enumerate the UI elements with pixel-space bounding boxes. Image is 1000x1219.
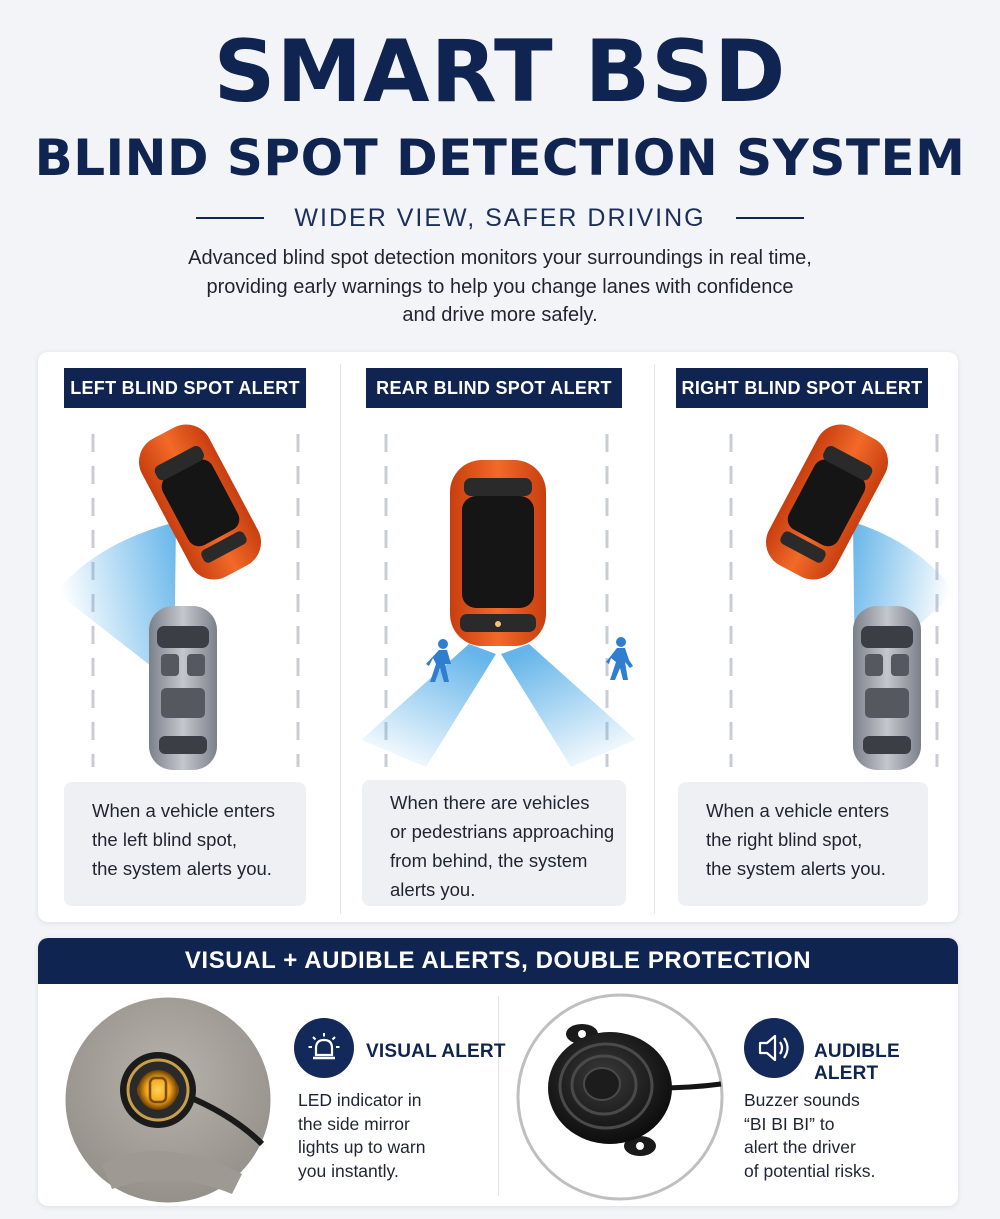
speaker-icon: [744, 1018, 804, 1078]
desc-line: “BI BI BI” to: [744, 1113, 835, 1134]
desc-line: LED indicator in: [298, 1090, 422, 1110]
alerts-section: VISUAL + AUDIBLE ALERTS, DOUBLE PROTECTI…: [38, 938, 958, 1206]
left-alert-badge: LEFT BLIND SPOT ALERT: [64, 368, 306, 408]
tagline-rule-left: [196, 217, 265, 219]
page-subtitle: BLIND SPOT DETECTION SYSTEM: [34, 129, 966, 187]
tagline-rule-right: [735, 217, 804, 219]
desc-line: When a vehicle enters: [706, 800, 890, 821]
right-blind-spot-illustration: [729, 424, 955, 770]
intro-line: Advanced blind spot detection monitors y…: [188, 247, 812, 269]
intro-line: providing early warnings to help you cha…: [206, 275, 794, 298]
rear-left-beam: [361, 644, 496, 767]
rear-right-beam: [501, 644, 636, 767]
left-alert-description: When a vehicle enters the left blind spo…: [64, 782, 306, 906]
rear-blind-spot-illustration: [361, 434, 636, 767]
visual-alert-title: VISUAL ALERT: [366, 1041, 506, 1062]
desc-line: the side mirror: [298, 1113, 410, 1134]
right-alert-badge: RIGHT BLIND SPOT ALERT: [676, 368, 928, 408]
audible-alert-title: AUDIBLE ALERT: [814, 1041, 900, 1084]
left-sensor-beam: [56, 522, 176, 684]
desc-line: Buzzer sounds: [744, 1090, 860, 1110]
desc-line: or pedestrians approaching: [390, 821, 615, 842]
rear-alert-badge: REAR BLIND SPOT ALERT: [366, 368, 622, 408]
desc-line: the right blind spot,: [706, 829, 863, 850]
panel-divider: [340, 364, 341, 914]
orange-car: [138, 424, 262, 580]
led-indicator-photo: [62, 994, 274, 1206]
right-alert-description: When a vehicle enters the right blind sp…: [678, 782, 928, 906]
rear-alert-description: When there are vehicles or pedestrians a…: [362, 780, 626, 906]
desc-line: lights up to warn: [298, 1137, 426, 1157]
desc-line: When a vehicle enters: [92, 800, 276, 821]
desc-line: the system alerts you.: [706, 858, 886, 879]
audible-alert-description: Buzzer sounds “BI BI BI” to alert the dr…: [744, 1089, 875, 1183]
desc-line: When there are vehicles: [390, 792, 590, 813]
tagline-row: WIDER VIEW, SAFER DRIVING: [0, 200, 1000, 236]
desc-line: the system alerts you.: [92, 858, 272, 879]
tagline: WIDER VIEW, SAFER DRIVING: [294, 203, 706, 232]
desc-line: alert the driver: [744, 1137, 856, 1157]
pedestrian-right-icon: [606, 637, 633, 680]
desc-line: the left blind spot,: [92, 829, 238, 850]
intro-line: and drive more safely.: [402, 304, 598, 326]
left-blind-spot-illustration: [56, 424, 300, 770]
silver-car: [149, 606, 217, 770]
orange-car: [450, 460, 546, 646]
orange-car: [765, 424, 889, 580]
alerts-header: VISUAL + AUDIBLE ALERTS, DOUBLE PROTECTI…: [38, 938, 958, 984]
alerts-divider: [498, 996, 499, 1196]
blind-spot-panels: LEFT BLIND SPOT ALERT: [38, 352, 958, 922]
silver-car: [853, 606, 921, 770]
intro-paragraph: Advanced blind spot detection monitors y…: [140, 244, 860, 330]
alarm-light-icon: [294, 1018, 354, 1078]
panel-divider: [654, 364, 655, 914]
pedestrian-left-icon: [426, 639, 451, 682]
desc-line: of potential risks.: [744, 1160, 876, 1181]
visual-alert-description: LED indicator in the side mirror lights …: [298, 1089, 425, 1183]
buzzer-photo: [516, 993, 724, 1201]
page-title: SMART BSD: [213, 22, 787, 122]
desc-line: alerts you.: [390, 879, 476, 900]
desc-line: you instantly.: [298, 1160, 399, 1181]
desc-line: from behind, the system: [390, 850, 588, 871]
